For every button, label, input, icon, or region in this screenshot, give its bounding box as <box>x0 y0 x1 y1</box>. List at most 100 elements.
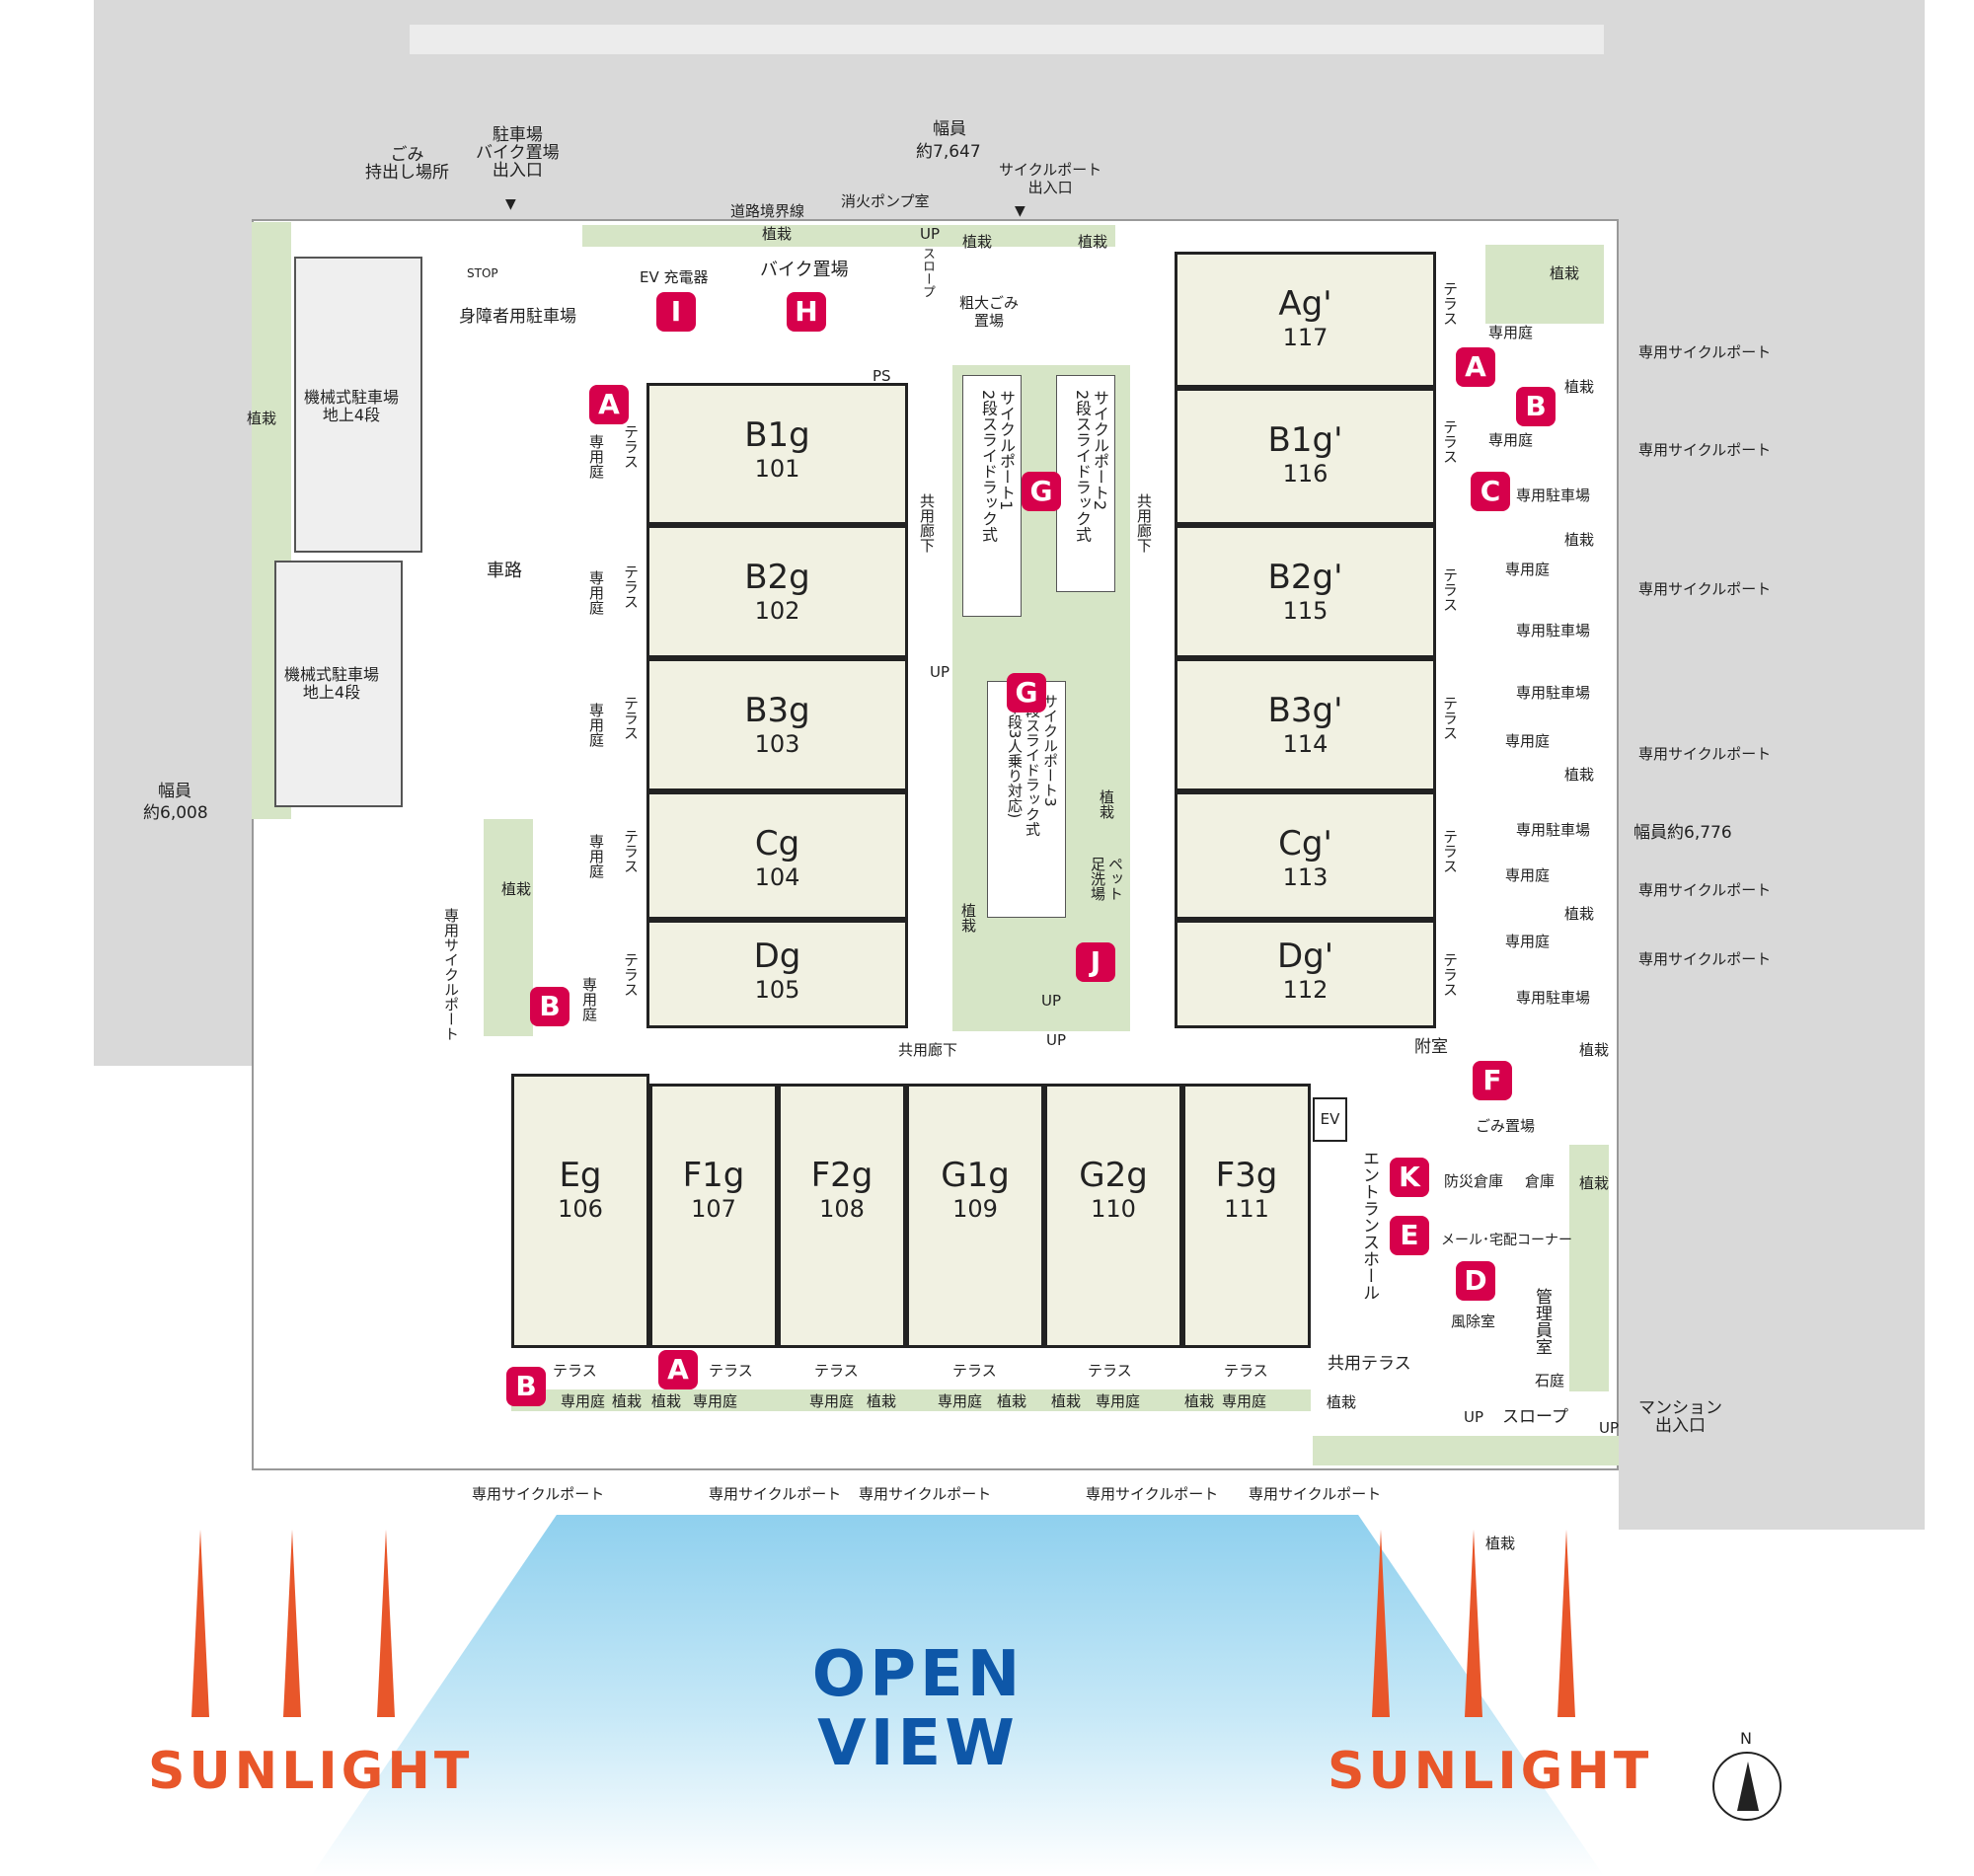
marker-j: J <box>1076 942 1115 982</box>
garbage-out-label: ごみ 持出し場所 <box>365 145 449 183</box>
west-width-value: 約6,008 <box>143 803 208 823</box>
marker-e: E <box>1390 1216 1429 1255</box>
cycle-port-1-label: サイクルポート1 2段スライドラック式 <box>979 390 1016 543</box>
unit-name: Dg' <box>1276 937 1334 976</box>
terrace-s2: テラス <box>709 1362 753 1380</box>
unit-b1g-116[interactable]: B1g' 116 <box>1175 388 1436 525</box>
unit-b1g-101[interactable]: B1g 101 <box>646 383 908 525</box>
east-planting-strip <box>1485 245 1604 324</box>
private-cycle-e5: 専用サイクルポート <box>1638 881 1772 899</box>
windbreak-label: 風除室 <box>1451 1313 1496 1330</box>
unit-name: G1g <box>941 1156 1010 1195</box>
unit-cg-104[interactable]: Cg 104 <box>646 791 908 920</box>
unit-number: 106 <box>558 1195 603 1223</box>
sun-ray-4 <box>1372 1530 1390 1717</box>
marker-k: K <box>1390 1158 1429 1197</box>
garden-s1: 専用庭 <box>561 1392 606 1410</box>
terrace-e6: テラス <box>1441 952 1459 997</box>
marker-c: C <box>1471 472 1510 511</box>
garden-w5: 専用庭 <box>580 977 598 1021</box>
terrace-w4: テラス <box>622 829 640 873</box>
marker-d: D <box>1456 1261 1495 1301</box>
corridor-label-west: 共用廊下 <box>918 493 936 553</box>
parking-e4: 専用駐車場 <box>1516 821 1591 839</box>
unit-name: F1g <box>682 1156 745 1195</box>
unit-dg-112[interactable]: Dg' 112 <box>1175 920 1436 1028</box>
north-label: N <box>1740 1729 1752 1748</box>
unit-number: 114 <box>1282 730 1329 758</box>
slope-label-south: スロープ <box>1502 1407 1568 1427</box>
unit-ag-117[interactable]: Ag' 117 <box>1175 252 1436 388</box>
mech-parking-1: 機械式駐車場 地上4段 <box>294 257 422 553</box>
unit-f3g-111[interactable]: F3g 111 <box>1182 1084 1311 1348</box>
stone-garden-label: 石庭 <box>1535 1372 1565 1389</box>
unit-name: B1g <box>744 415 810 455</box>
unit-cg-113[interactable]: Cg' 113 <box>1175 791 1436 920</box>
parking-e5: 専用駐車場 <box>1516 989 1591 1007</box>
unit-f1g-107[interactable]: F1g 107 <box>649 1084 778 1348</box>
terrace-w5: テラス <box>622 952 640 997</box>
road-boundary-label: 道路境界線 <box>730 202 805 220</box>
unit-name: F2g <box>810 1156 873 1195</box>
terrace-e1: テラス <box>1441 281 1459 326</box>
garden-s4: 専用庭 <box>938 1392 983 1410</box>
unit-b3g-103[interactable]: B3g 103 <box>646 658 908 791</box>
parking-entrance-arrow: ▼ <box>505 196 516 212</box>
unit-name: B2g' <box>1267 558 1343 597</box>
mech-parking-2-label: 機械式駐車場 地上4段 <box>284 665 380 702</box>
marker-a-1: A <box>589 385 629 424</box>
fire-pump-label: 消火ポンプ室 <box>841 192 930 210</box>
unit-b2g-102[interactable]: B2g 102 <box>646 525 908 658</box>
unit-f2g-108[interactable]: F2g 108 <box>778 1084 906 1348</box>
private-cycle-s3: 専用サイクルポート <box>859 1485 992 1503</box>
planting-e-b: 植栽 <box>1564 531 1595 549</box>
west-road <box>94 0 252 1066</box>
planting-label-8: 植栽 <box>1327 1393 1357 1411</box>
unit-name: Ag' <box>1278 284 1332 324</box>
corridor-label-south: 共用廊下 <box>898 1041 958 1059</box>
unit-b2g-115[interactable]: B2g' 115 <box>1175 525 1436 658</box>
terrace-e4: テラス <box>1441 696 1459 740</box>
unit-g2g-110[interactable]: G2g 110 <box>1044 1084 1182 1348</box>
unit-b3g-114[interactable]: B3g' 114 <box>1175 658 1436 791</box>
private-cycle-e1: 専用サイクルポート <box>1638 343 1772 361</box>
planting-s6: 植栽 <box>1184 1392 1215 1410</box>
unit-number: 108 <box>819 1195 865 1223</box>
unit-g1g-109[interactable]: G1g 109 <box>906 1084 1044 1348</box>
unit-dg-105[interactable]: Dg 105 <box>646 920 908 1028</box>
sunlight-right-label: SUNLIGHT <box>1328 1742 1653 1801</box>
cycle-port-2-box: サイクルポート2 2段スライドラック式 <box>1056 375 1115 592</box>
up-label-3: UP <box>1041 992 1062 1010</box>
mech-parking-2: 機械式駐車場 地上4段 <box>274 561 403 807</box>
terrace-w3: テラス <box>622 696 640 740</box>
storage-label: 倉庫 <box>1525 1172 1556 1190</box>
planting-s4: 植栽 <box>997 1392 1027 1410</box>
north-compass <box>1712 1752 1782 1821</box>
marker-h: H <box>787 292 826 332</box>
private-cycle-e2: 専用サイクルポート <box>1638 441 1772 459</box>
planting-label-4: 植栽 <box>1550 264 1580 282</box>
marker-g-2: G <box>1007 673 1046 713</box>
ev-label: EV <box>1320 1110 1340 1128</box>
bike-parking-label: バイク置場 <box>760 260 849 280</box>
unit-eg-106[interactable]: Eg 106 <box>511 1074 649 1348</box>
garden-s5: 専用庭 <box>1096 1392 1141 1410</box>
garden-e5: 専用庭 <box>1505 866 1551 884</box>
marker-b-2: B <box>530 987 569 1026</box>
sun-ray-2 <box>283 1530 301 1717</box>
sun-ray-1 <box>191 1530 209 1717</box>
up-label-2: UP <box>930 663 950 681</box>
north-arrow-icon <box>1737 1762 1759 1811</box>
terrace-s5: テラス <box>1088 1362 1132 1380</box>
sun-ray-6 <box>1557 1530 1575 1717</box>
unit-number: 116 <box>1282 460 1329 488</box>
unit-name: B1g' <box>1267 420 1343 460</box>
cycle-port-2-label: サイクルポート2 2段スライドラック式 <box>1073 390 1109 543</box>
ps-label: PS <box>873 367 891 385</box>
unit-number: 115 <box>1282 597 1329 625</box>
terrace-e3: テラス <box>1441 567 1459 612</box>
unit-number: 109 <box>952 1195 998 1223</box>
unit-name: Eg <box>559 1156 602 1195</box>
mech-parking-1-label: 機械式駐車場 地上4段 <box>304 388 400 424</box>
mail-corner-label: メール･宅配コーナー <box>1441 1233 1572 1248</box>
